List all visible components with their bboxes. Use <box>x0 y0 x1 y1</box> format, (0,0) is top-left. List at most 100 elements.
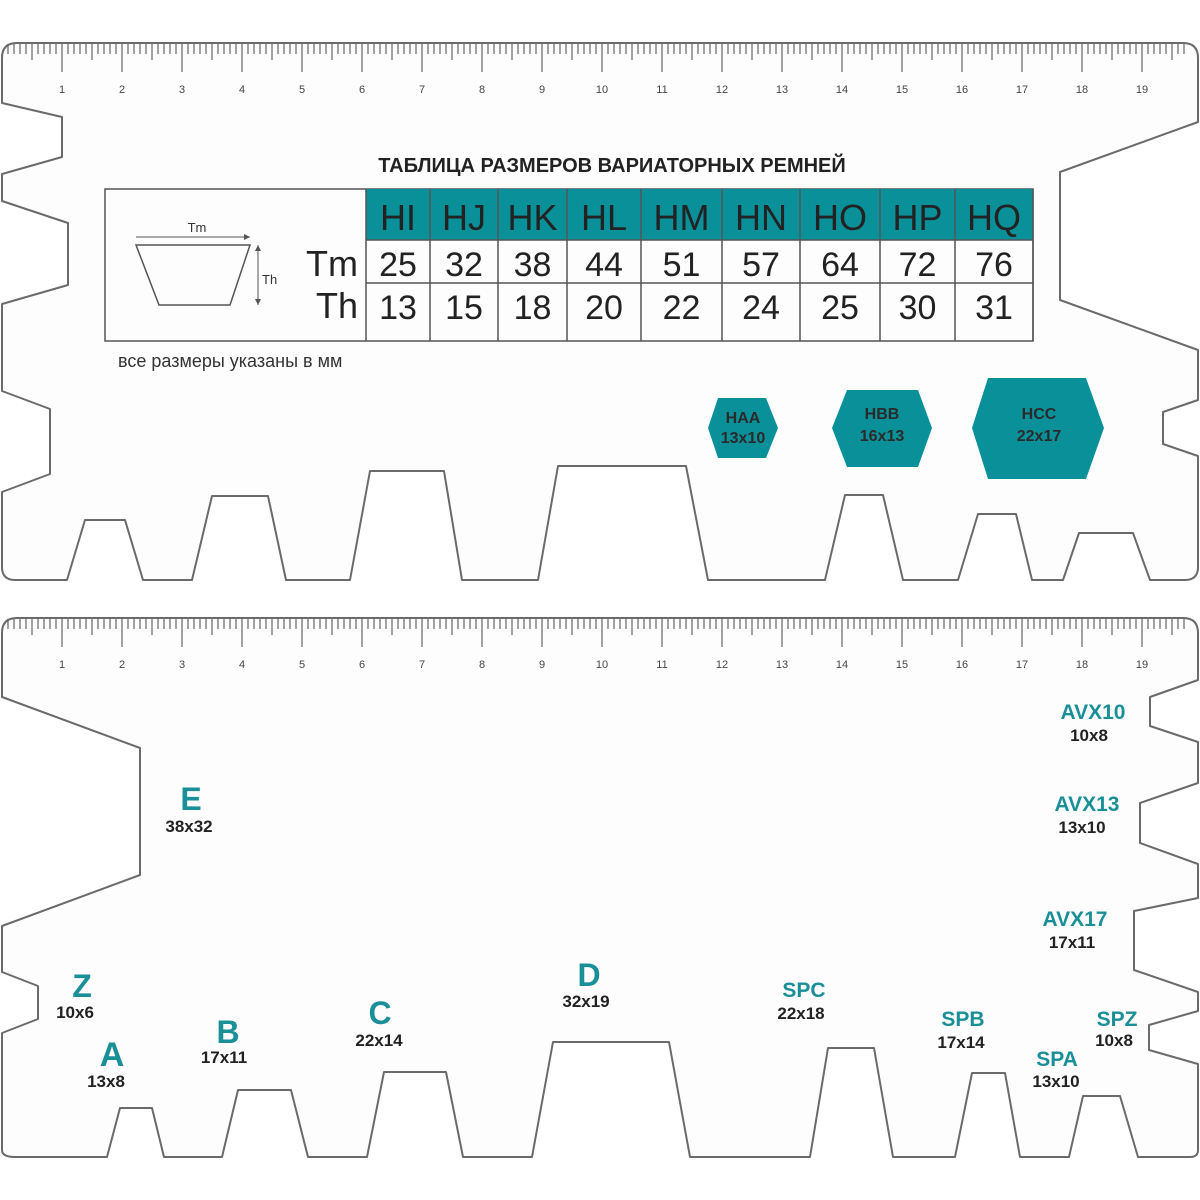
tm-diagram-label: Tm <box>188 220 207 235</box>
top-ruler-label: 5 <box>299 84 305 96</box>
belt-avx13-name: AVX13 <box>1055 793 1120 816</box>
size-table: HI2513HJ3215HK3818HL4420HM5122HN5724HO64… <box>365 189 1034 341</box>
top-ruler-label: 7 <box>419 84 425 96</box>
belt-spb-name: SPB <box>941 1008 984 1031</box>
bottom-ruler-label: 10 <box>596 659 608 671</box>
belt-spb: SPB 17x14 <box>937 1008 985 1052</box>
table-header-hj: HJ <box>442 197 486 238</box>
table-cell-th: 30 <box>899 289 937 327</box>
bottom-ruler-label: 4 <box>239 659 245 671</box>
belt-d-name: D <box>577 957 600 993</box>
bottom-ruler-label: 3 <box>179 659 185 671</box>
bottom-ruler-label: 16 <box>956 659 968 671</box>
top-ruler-label: 18 <box>1076 84 1088 96</box>
row-label-th: Th <box>316 285 358 326</box>
table-cell-tm: 44 <box>585 246 623 284</box>
table-header-hi: HI <box>380 197 416 238</box>
belt-z: Z 10x6 <box>56 968 94 1022</box>
bottom-ruler-label: 8 <box>479 659 485 671</box>
th-arrow-up-icon <box>255 245 261 251</box>
belt-a: A 13x8 <box>87 1036 125 1091</box>
top-ruler-label: 1 <box>59 84 65 96</box>
top-ruler-label: 8 <box>479 84 485 96</box>
hex-hbb-size: 16x13 <box>860 428 905 445</box>
table-cell-tm: 64 <box>821 246 859 284</box>
bottom-ruler-label: 9 <box>539 659 545 671</box>
top-ruler-label: 17 <box>1016 84 1028 96</box>
belt-avx17-name: AVX17 <box>1043 908 1108 931</box>
belt-z-name: Z <box>72 968 92 1004</box>
table-cell-tm: 76 <box>975 246 1013 284</box>
table-header-hn: HN <box>735 197 787 238</box>
belt-spb-size: 17x14 <box>937 1033 985 1052</box>
bottom-ruler-label: 1 <box>59 659 65 671</box>
bottom-ruler-label: 14 <box>836 659 848 671</box>
hex-haa: HAA 13x10 <box>708 398 778 458</box>
table-cell-th: 22 <box>663 289 701 327</box>
top-ruler-label: 4 <box>239 84 245 96</box>
bottom-ruler-label: 2 <box>119 659 125 671</box>
table-cell-th: 15 <box>445 289 483 327</box>
bottom-ruler-label: 18 <box>1076 659 1088 671</box>
belt-b-name: B <box>216 1014 239 1050</box>
table-header-hl: HL <box>581 197 627 238</box>
table-header-hm: HM <box>654 197 710 238</box>
trapezoid-profile <box>134 244 252 306</box>
belt-avx13-size: 13x10 <box>1058 818 1105 837</box>
table-header-hk: HK <box>507 197 557 238</box>
hex-hbb-name: HBB <box>865 406 900 423</box>
table-cell-tm: 38 <box>514 246 552 284</box>
belt-c-size: 22x14 <box>355 1031 403 1050</box>
hex-haa-size: 13x10 <box>721 430 766 447</box>
belt-spa-size: 13x10 <box>1032 1072 1079 1091</box>
top-ruler-label: 2 <box>119 84 125 96</box>
bottom-ruler-label: 15 <box>896 659 908 671</box>
top-ruler-label: 14 <box>836 84 848 96</box>
top-ruler-label: 3 <box>179 84 185 96</box>
table-header-band <box>366 189 1033 240</box>
top-ruler-label: 16 <box>956 84 968 96</box>
belt-spc-name: SPC <box>782 979 825 1002</box>
hex-hcc: HCC 22x17 <box>972 378 1104 479</box>
top-ruler-label: 19 <box>1136 84 1148 96</box>
belt-c: C 22x14 <box>355 995 403 1050</box>
top-ruler-label: 12 <box>716 84 728 96</box>
table-cell-tm: 51 <box>663 246 701 284</box>
table-cell-tm: 72 <box>899 246 937 284</box>
belt-b-size: 17x11 <box>201 1048 247 1067</box>
table-cell-th: 13 <box>379 289 417 327</box>
belt-avx13: AVX13 13x10 <box>1055 793 1120 837</box>
table-cell-th: 20 <box>585 289 623 327</box>
table-cell-th: 18 <box>514 289 552 327</box>
belt-avx10-size: 10x8 <box>1070 726 1108 745</box>
table-cell-tm: 32 <box>445 246 483 284</box>
hex-hbb: HBB 16x13 <box>832 390 932 467</box>
bottom-ruler-label: 11 <box>656 659 667 671</box>
top-ruler-label: 15 <box>896 84 908 96</box>
table-header-hq: HQ <box>967 197 1021 238</box>
belt-spz: SPZ 10x8 <box>1095 1008 1138 1050</box>
belt-avx17: AVX17 17x11 <box>1043 908 1108 952</box>
belt-avx10: AVX10 10x8 <box>1061 701 1126 745</box>
th-arrow-down-icon <box>255 299 261 305</box>
belt-avx10-name: AVX10 <box>1061 701 1126 724</box>
belt-spz-name: SPZ <box>1097 1008 1138 1031</box>
tm-arrow-icon <box>244 234 250 240</box>
top-ruler-label: 13 <box>776 84 788 96</box>
table-cell-th: 24 <box>742 289 780 327</box>
table-cell-th: 31 <box>975 289 1013 327</box>
belt-avx17-size: 17x11 <box>1049 933 1095 952</box>
table-cell-tm: 25 <box>379 246 417 284</box>
top-ruler-label: 6 <box>359 84 365 96</box>
units-note: все размеры указаны в мм <box>118 351 342 371</box>
belt-d-size: 32x19 <box>562 992 609 1011</box>
bottom-ruler-label: 5 <box>299 659 305 671</box>
table-title: ТАБЛИЦА РАЗМЕРОВ ВАРИАТОРНЫХ РЕМНЕЙ <box>378 153 846 177</box>
table-cell-th: 25 <box>821 289 859 327</box>
belt-spc-size: 22x18 <box>777 1004 824 1023</box>
belt-e-size: 38x32 <box>165 817 212 836</box>
table-cell-tm: 57 <box>742 246 780 284</box>
